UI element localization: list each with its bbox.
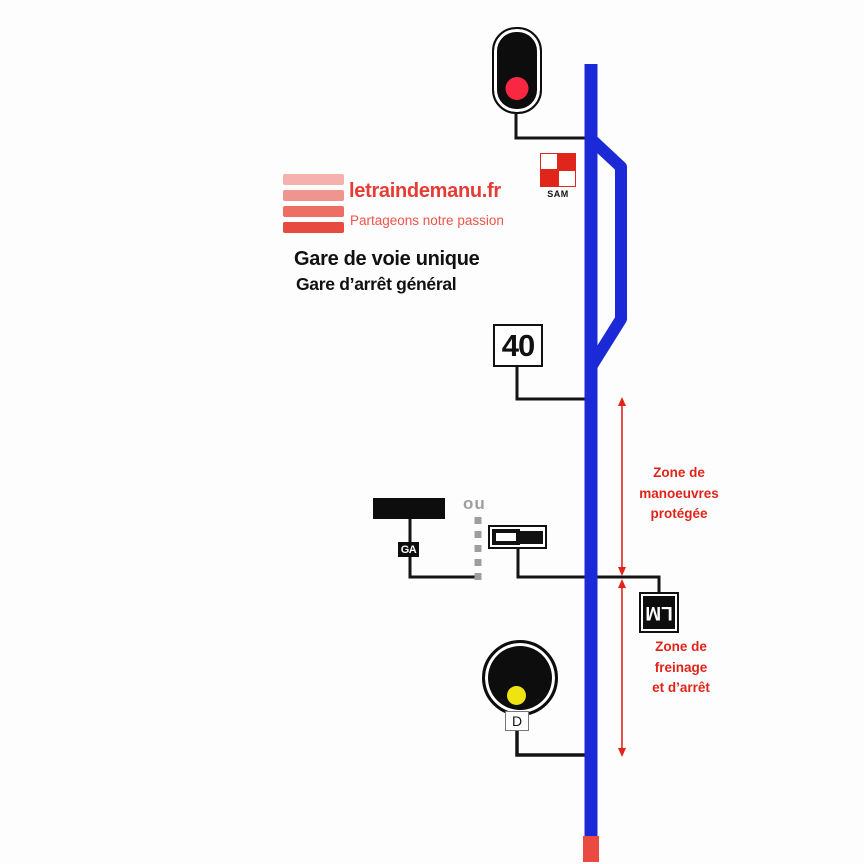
zone1-arrowhead-down	[618, 567, 626, 576]
lm-sign: LM	[639, 592, 679, 633]
diagram-title: Gare de voie unique	[294, 248, 480, 270]
logo-stripe-2	[283, 190, 344, 201]
zone2-arrowhead-up	[618, 579, 626, 588]
disc-signal-head	[482, 640, 558, 716]
ga-panel-sign	[373, 498, 445, 519]
or-label: ou	[463, 494, 486, 513]
zone1-line3: protégée	[650, 506, 708, 521]
zone2-line2: freinage	[654, 659, 708, 675]
disc-signal-tag: D	[505, 711, 529, 731]
sam-checker-sign	[540, 153, 576, 187]
diagram-subtitle: Gare d’arrêt général	[296, 274, 457, 294]
zone1-line2: manoeuvres	[639, 485, 719, 501]
siding-loop-track	[585, 134, 627, 371]
zone-manoeuvres-label: Zone de manoeuvres protégée	[624, 463, 734, 525]
logo-stripe-4	[283, 222, 344, 233]
guidon-black-cell	[520, 530, 543, 544]
sam-cell-white	[558, 170, 576, 187]
site-tagline: Partageons notre passion	[350, 213, 504, 228]
zone-freinage-label: Zone de freinage et d’arrêt	[626, 637, 736, 699]
disc-signal-post-line	[515, 731, 592, 757]
zone2-arrowhead-down	[618, 748, 626, 757]
ga-tag: GA	[398, 542, 419, 557]
zone2-line1: Zone de	[655, 639, 707, 654]
zone1-arrowhead-up	[618, 397, 626, 406]
guidon-white-cell	[492, 529, 520, 545]
speed-limit-sign: 40	[493, 324, 543, 367]
ga-panel-post-line	[408, 519, 478, 579]
zone1-line1: Zone de	[653, 465, 705, 480]
sam-cell-red	[540, 170, 558, 187]
logo-stripe-1	[283, 174, 344, 185]
lm-sign-letters: LM	[643, 596, 675, 629]
sam-cell-red	[558, 153, 576, 170]
top-signal-post-line	[514, 108, 592, 140]
sam-cell-white	[540, 153, 558, 170]
guidon-arret-sign	[488, 525, 547, 549]
zone2-line3: et d’arrêt	[652, 680, 710, 695]
main-signal-head	[492, 27, 542, 114]
speed-sign-post-line	[515, 367, 592, 401]
logo-stripe-3	[283, 206, 344, 217]
red-light-icon	[505, 77, 529, 100]
yellow-light-icon	[507, 686, 526, 705]
sam-sign-label: SAM	[547, 189, 569, 199]
site-name: letraindemanu.fr	[349, 180, 501, 202]
